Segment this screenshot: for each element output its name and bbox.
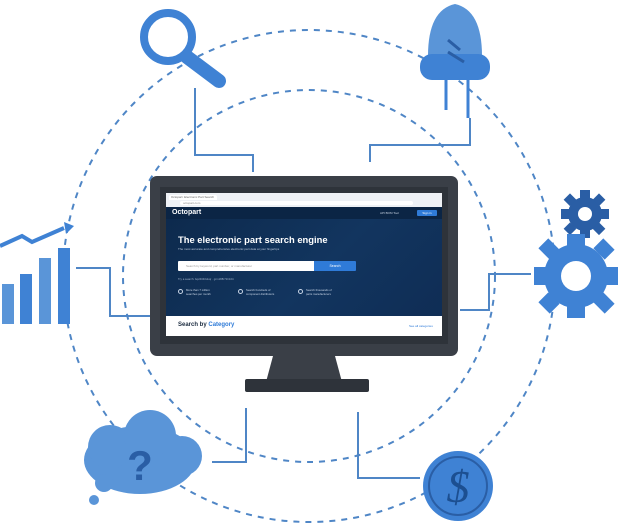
stat-icon bbox=[178, 289, 183, 294]
stat-line1: Search thousands of bbox=[306, 288, 332, 292]
dollar-coin-icon: $ bbox=[423, 451, 493, 521]
question-cloud-icon: ? bbox=[84, 410, 202, 505]
svg-text:?: ? bbox=[127, 442, 153, 489]
hero-subtitle: The most accurate and comprehensive elec… bbox=[178, 247, 280, 251]
url-bar[interactable]: octopart.com bbox=[180, 201, 413, 205]
search-button[interactable]: Search bbox=[314, 261, 356, 271]
stat-line1: Search hundreds of bbox=[246, 288, 271, 292]
browser-tab[interactable]: Octopart: Electronic Part Search bbox=[169, 195, 217, 200]
nav-links[interactable]: API BOM Tool bbox=[380, 211, 399, 215]
see-all-categories-link[interactable]: See all categories bbox=[409, 324, 433, 328]
hero-headline: The electronic part search engine bbox=[178, 234, 328, 245]
hero-section: The electronic part search engine The mo… bbox=[166, 219, 442, 316]
category-heading: Search by Category bbox=[178, 322, 234, 328]
category-heading-highlight: Category bbox=[208, 322, 235, 328]
monitor-screen: Octopart: Electronic Part Search octopar… bbox=[166, 193, 442, 336]
small-gear-icon bbox=[561, 190, 609, 238]
bar-chart-icon bbox=[0, 222, 74, 324]
site-logo[interactable]: Octopart bbox=[172, 209, 202, 216]
stat-line1: More than 7 million bbox=[186, 288, 210, 292]
stat-line2[interactable]: parts manufacturers bbox=[306, 291, 331, 296]
inner-dashed-ring bbox=[122, 89, 496, 463]
site-header: Octopart API BOM Tool Sign in bbox=[166, 207, 442, 219]
connector-lines bbox=[76, 88, 531, 479]
large-gear-icon bbox=[534, 234, 618, 318]
stat-icon bbox=[298, 289, 303, 294]
try-search-text: Try a search: bq24040dsqr · grm188r71h10… bbox=[178, 277, 234, 281]
stat-line2[interactable]: component distributors bbox=[246, 291, 275, 296]
magnifier-icon bbox=[140, 9, 226, 88]
category-heading-prefix: Search by bbox=[178, 322, 207, 328]
svg-text:$: $ bbox=[447, 461, 470, 512]
stat-icon bbox=[238, 289, 243, 294]
sign-in-button[interactable]: Sign in bbox=[417, 210, 437, 216]
browser-chrome: Octopart: Electronic Part Search octopar… bbox=[166, 193, 442, 208]
stat-line2[interactable]: searches per month bbox=[186, 291, 211, 296]
category-bar: Search by Category See all categories bbox=[166, 316, 442, 336]
search-input[interactable]: Search by keyword, part number, or manuf… bbox=[178, 261, 322, 271]
led-icon bbox=[420, 4, 490, 118]
